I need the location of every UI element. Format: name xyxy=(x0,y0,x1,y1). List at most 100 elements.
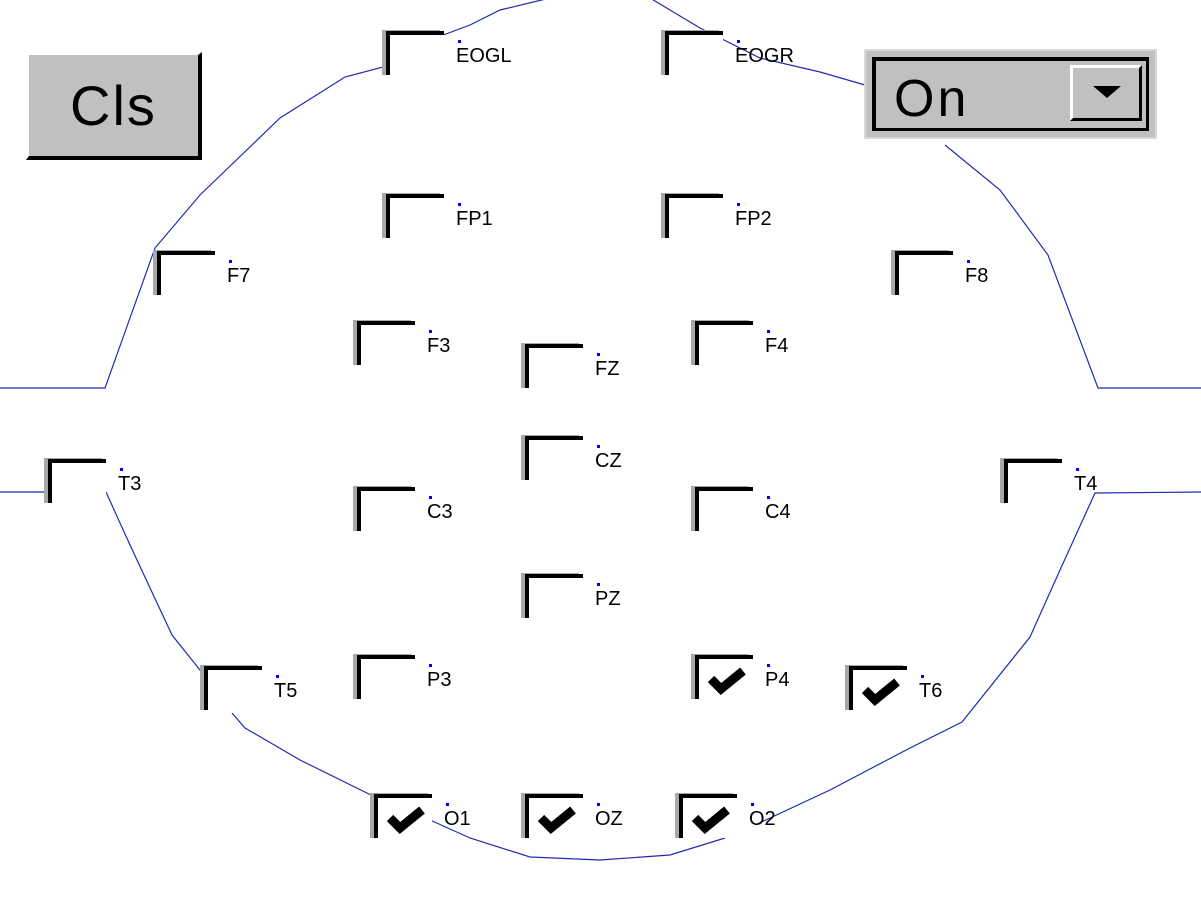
electrode-checkbox-o2[interactable] xyxy=(679,794,737,838)
electrode-dot-icon xyxy=(751,803,754,806)
electrode-dot-icon xyxy=(967,260,970,263)
electrode-dot-icon xyxy=(429,664,432,667)
electrode-t4: T4 xyxy=(1004,459,1144,511)
electrode-dot-icon xyxy=(429,330,432,333)
electrode-checkbox-p3[interactable] xyxy=(357,655,415,699)
electrode-checkbox-fp1[interactable] xyxy=(386,194,444,238)
electrode-label-c3: C3 xyxy=(427,501,453,523)
electrode-checkbox-eogl[interactable] xyxy=(386,31,444,75)
electrode-dot-icon xyxy=(767,496,770,499)
electrode-oz: OZ xyxy=(525,794,665,846)
mode-dropdown-field[interactable]: On xyxy=(872,57,1149,131)
electrode-label-eogr: EOGR xyxy=(735,45,794,67)
electrode-o2: O2 xyxy=(679,794,819,846)
electrode-checkbox-f8[interactable] xyxy=(895,251,953,295)
electrode-checkbox-fp2[interactable] xyxy=(665,194,723,238)
electrode-pz: PZ xyxy=(525,574,665,626)
electrode-checkbox-pz[interactable] xyxy=(525,574,583,618)
electrode-label-t4: T4 xyxy=(1074,473,1098,495)
mode-dropdown[interactable]: On xyxy=(864,49,1157,139)
electrode-checkbox-oz[interactable] xyxy=(525,794,583,838)
electrode-label-p3: P3 xyxy=(427,669,452,691)
electrode-dot-icon xyxy=(1076,468,1079,471)
checkmark-icon xyxy=(707,667,746,696)
electrode-checkbox-f7[interactable] xyxy=(157,251,215,295)
electrode-checkbox-eogr[interactable] xyxy=(665,31,723,75)
electrode-dot-icon xyxy=(458,203,461,206)
checkmark-icon xyxy=(861,678,900,707)
electrode-label-oz: OZ xyxy=(595,808,623,830)
electrode-checkbox-c3[interactable] xyxy=(357,487,415,531)
electrode-label-f7: F7 xyxy=(227,265,251,287)
electrode-dot-icon xyxy=(597,353,600,356)
cls-button[interactable]: Cls xyxy=(26,52,202,160)
electrode-checkbox-t5[interactable] xyxy=(204,666,262,710)
electrode-c3: C3 xyxy=(357,487,497,539)
electrode-eogr: EOGR xyxy=(665,31,805,83)
checkmark-icon xyxy=(691,806,730,835)
electrode-fz: FZ xyxy=(525,344,665,396)
electrode-checkbox-p4[interactable] xyxy=(695,655,753,699)
cls-button-label: Cls xyxy=(70,74,157,137)
chevron-down-icon xyxy=(1093,86,1121,98)
electrode-dot-icon xyxy=(458,40,461,43)
electrode-dot-icon xyxy=(597,583,600,586)
dropdown-toggle-button[interactable] xyxy=(1070,65,1142,121)
electrode-o1: O1 xyxy=(374,794,514,846)
electrode-label-pz: PZ xyxy=(595,588,621,610)
electrode-checkbox-o1[interactable] xyxy=(374,794,432,838)
electrode-label-t3: T3 xyxy=(118,473,142,495)
electrode-label-o2: O2 xyxy=(749,808,776,830)
electrode-checkbox-f4[interactable] xyxy=(695,321,753,365)
electrode-dot-icon xyxy=(120,468,123,471)
electrode-dot-icon xyxy=(767,330,770,333)
electrode-t3: T3 xyxy=(48,459,188,511)
electrode-checkbox-c4[interactable] xyxy=(695,487,753,531)
electrode-dot-icon xyxy=(921,675,924,678)
electrode-t6: T6 xyxy=(849,666,989,718)
electrode-dot-icon xyxy=(276,675,279,678)
electrode-cz: CZ xyxy=(525,436,665,488)
mode-dropdown-value: On xyxy=(894,70,970,128)
electrode-label-fp1: FP1 xyxy=(456,208,493,230)
electrode-dot-icon xyxy=(229,260,232,263)
electrode-checkbox-cz[interactable] xyxy=(525,436,583,480)
checkmark-icon xyxy=(537,806,576,835)
electrode-label-o1: O1 xyxy=(444,808,471,830)
electrode-dot-icon xyxy=(446,803,449,806)
electrode-dot-icon xyxy=(597,445,600,448)
electrode-f4: F4 xyxy=(695,321,835,373)
electrode-checkbox-fz[interactable] xyxy=(525,344,583,388)
electrode-t5: T5 xyxy=(204,666,344,718)
electrode-label-f4: F4 xyxy=(765,335,789,357)
electrode-label-f3: F3 xyxy=(427,335,451,357)
electrode-checkbox-t3[interactable] xyxy=(48,459,106,503)
electrode-checkbox-t6[interactable] xyxy=(849,666,907,710)
electrode-label-fp2: FP2 xyxy=(735,208,772,230)
electrode-p3: P3 xyxy=(357,655,497,707)
electrode-label-cz: CZ xyxy=(595,450,622,472)
electrode-dot-icon xyxy=(737,40,740,43)
electrode-dot-icon xyxy=(767,664,770,667)
electrode-label-c4: C4 xyxy=(765,501,791,523)
electrode-label-f8: F8 xyxy=(965,265,989,287)
electrode-label-fz: FZ xyxy=(595,358,620,380)
electrode-label-t6: T6 xyxy=(919,680,943,702)
electrode-label-eogl: EOGL xyxy=(456,45,512,67)
electrode-fp1: FP1 xyxy=(386,194,526,246)
electrode-f8: F8 xyxy=(895,251,1035,303)
electrode-p4: P4 xyxy=(695,655,835,707)
electrode-f7: F7 xyxy=(157,251,297,303)
electrode-fp2: FP2 xyxy=(665,194,805,246)
electrode-f3: F3 xyxy=(357,321,497,373)
electrode-label-p4: P4 xyxy=(765,669,790,691)
electrode-checkbox-t4[interactable] xyxy=(1004,459,1062,503)
electrode-dot-icon xyxy=(429,496,432,499)
electrode-eogl: EOGL xyxy=(386,31,526,83)
electrode-checkbox-f3[interactable] xyxy=(357,321,415,365)
electrode-c4: C4 xyxy=(695,487,835,539)
electrode-label-t5: T5 xyxy=(274,680,298,702)
electrode-dot-icon xyxy=(737,203,740,206)
electrode-dot-icon xyxy=(597,803,600,806)
